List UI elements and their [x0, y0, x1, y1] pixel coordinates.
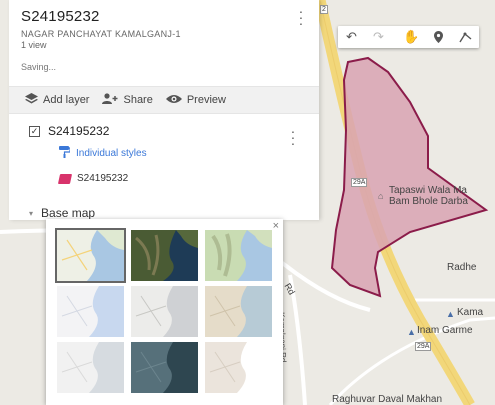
basemap-option-whitewater[interactable] [205, 342, 272, 393]
basemap-option-dark-landmass[interactable] [131, 342, 198, 393]
layer-section: ✓ S24195232 ··· Individual styles S24195… [9, 114, 319, 196]
basemap-option-simple-atlas[interactable] [205, 286, 272, 337]
pan-hand-icon[interactable]: ✋ [403, 29, 420, 44]
add-marker-icon[interactable] [425, 26, 452, 48]
panel-actions: Add layer Share Preview [9, 86, 319, 114]
poi-label: Tapaswi Wala Ma [389, 185, 467, 196]
place-icon: ▲ [407, 327, 416, 337]
preview-button[interactable]: Preview [165, 93, 226, 107]
share-label: Share [123, 94, 153, 106]
polygon-swatch-icon [57, 173, 73, 184]
save-status: Saving... [21, 62, 57, 72]
place-label: Inam Garme [417, 325, 473, 336]
basemap-option-light-landmass[interactable] [57, 342, 124, 393]
draw-line-icon[interactable] [452, 26, 479, 48]
add-layer-label: Add layer [43, 94, 90, 106]
place-icon: ▲ [446, 309, 455, 319]
drawn-polygon [330, 56, 489, 298]
more-options-icon[interactable]: ··· [298, 3, 304, 31]
view-count: 1 view [21, 40, 47, 50]
map-title[interactable]: S24195232 [21, 8, 100, 25]
basemap-option-mono-city[interactable] [131, 286, 198, 337]
individual-styles-label: Individual styles [76, 148, 147, 159]
place-label: Raghuvar Daval Makhan [332, 394, 443, 405]
highway-shield: 29A [415, 342, 432, 351]
feature-name: S24195232 [77, 173, 129, 184]
close-icon[interactable]: × [272, 220, 279, 232]
map-legend-panel: S24195232 NAGAR PANCHAYAT KAMALGANJ-1 1 … [9, 0, 319, 220]
place-label: Kama [457, 307, 484, 318]
undo-button[interactable]: ↶ [346, 29, 357, 44]
caret-down-icon: ▾ [29, 208, 34, 218]
basemap-option-satellite[interactable] [131, 230, 198, 281]
paint-roller-icon [59, 146, 71, 161]
eye-icon [165, 93, 182, 107]
basemap-option-terrain[interactable] [205, 230, 272, 281]
individual-styles-link[interactable]: Individual styles [59, 146, 319, 161]
basemap-option-light-political[interactable] [57, 286, 124, 337]
place-icon: ⌂ [378, 191, 384, 201]
map-description[interactable]: NAGAR PANCHAYAT KAMALGANJ-1 [21, 29, 181, 39]
highway-shield: 2 [320, 5, 328, 14]
basemap-label: Base map [41, 206, 96, 220]
layer-visibility-checkbox[interactable]: ✓ [29, 125, 40, 137]
share-button[interactable]: Share [102, 93, 153, 107]
redo-button[interactable]: ↷ [373, 29, 384, 44]
add-layer-button[interactable]: Add layer [25, 93, 89, 107]
map-toolbar: ↶ ↷ ✋ [338, 26, 479, 48]
preview-label: Preview [186, 94, 226, 106]
layers-icon [25, 93, 38, 107]
feature-item[interactable]: S24195232 [57, 173, 319, 184]
highway-shield: 29A [351, 178, 368, 187]
place-label: Radhe [447, 262, 477, 273]
add-person-icon [102, 93, 118, 107]
basemap-picker: × [46, 219, 283, 405]
basemap-toggle[interactable]: ▾ Base map [9, 206, 319, 220]
layer-name[interactable]: S24195232 [48, 124, 110, 138]
basemap-option-map[interactable] [55, 228, 126, 283]
panel-header: S24195232 NAGAR PANCHAYAT KAMALGANJ-1 1 … [9, 0, 319, 86]
layer-options-icon[interactable]: ··· [290, 123, 296, 151]
poi-label: Bam Bhole Darba [389, 196, 468, 207]
